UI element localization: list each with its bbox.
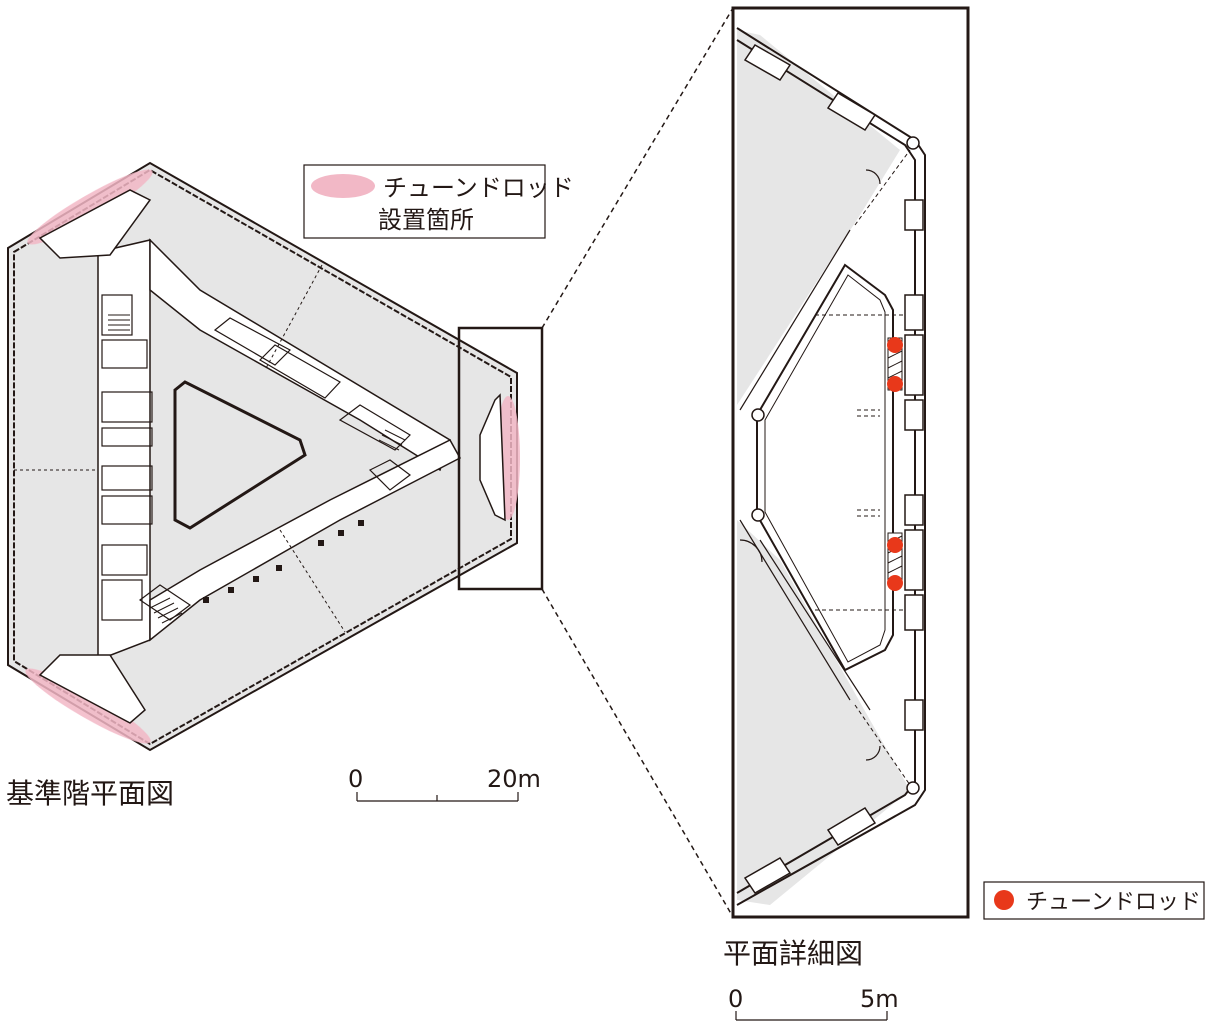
detail-plan (731, 6, 970, 919)
detail-scale-zero: 0 (728, 985, 743, 1013)
legend-pink-swatch (311, 174, 375, 198)
detail-scale-max: 5m (860, 985, 899, 1013)
detail-lobby (756, 263, 894, 672)
detail-dashed-lines (815, 149, 911, 786)
tuned-rod (887, 575, 903, 591)
legend-rod-label: チューンドロッド (1026, 890, 1201, 915)
callout-leader-lines (541, 7, 734, 918)
legend-location-line2: 設置箇所 (378, 206, 474, 234)
tuned-rod (887, 537, 903, 553)
detail-doors (739, 169, 881, 761)
core-rooms (101, 294, 411, 621)
central-atrium (173, 380, 307, 530)
outer-wall (13, 168, 512, 746)
structural-dashed-lines (14, 264, 346, 633)
detail-facade (736, 27, 926, 906)
tuned-rods (887, 337, 903, 591)
legend-location-line1: チューンドロッド (383, 174, 574, 202)
plan-scale-bar (356, 792, 519, 802)
detail-callout-box (457, 326, 544, 591)
rod-legend: チューンドロッド (983, 881, 1205, 920)
detail-floor-lower (737, 520, 910, 905)
detail-columns (751, 136, 920, 795)
plan-scale-zero: 0 (348, 765, 363, 793)
detail-lobby-inner-wall (764, 274, 886, 663)
tuned-rod (887, 337, 903, 353)
tuned-rod (887, 376, 903, 392)
location-legend: チューンドロッド 設置箇所 (303, 164, 574, 239)
detail-scale-bar (735, 1011, 888, 1021)
detail-mullions (743, 44, 924, 894)
typical-floor-plan (7, 161, 520, 752)
legend-red-dot (994, 890, 1014, 910)
detail-caption: 平面詳細図 (723, 937, 863, 970)
plan-caption: 基準階平面図 (6, 777, 174, 810)
corner-lobbies (38, 189, 506, 724)
columns (203, 520, 364, 603)
stairs (108, 314, 406, 624)
plan-scale-max: 20m (487, 765, 541, 793)
